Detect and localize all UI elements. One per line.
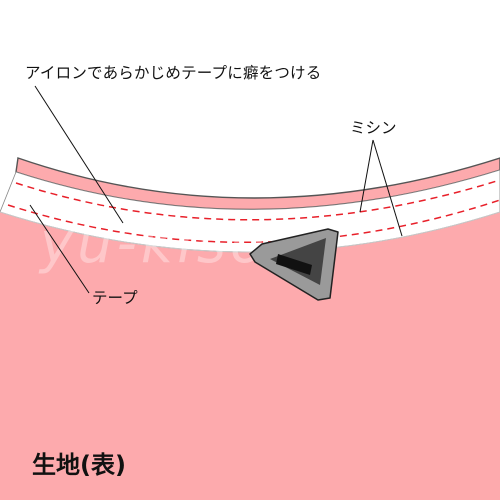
leader-line-tape — [29, 204, 90, 294]
leader-line-sewing-2 — [372, 139, 403, 237]
iron-icon — [249, 228, 339, 301]
label-tape: テープ — [92, 289, 138, 307]
leader-line-iron-crease — [34, 85, 124, 224]
fabric-body — [0, 212, 500, 500]
stitch-line-upper — [15, 179, 500, 221]
label-iron-crease: アイロンであらかじめテープに癖をつける — [25, 64, 322, 82]
label-fabric-front: 生地(表) — [32, 451, 126, 479]
label-sewing-machine: ミシン — [350, 119, 397, 137]
leader-line-sewing-1 — [359, 139, 374, 213]
fabric-edge-line — [0, 211, 500, 253]
